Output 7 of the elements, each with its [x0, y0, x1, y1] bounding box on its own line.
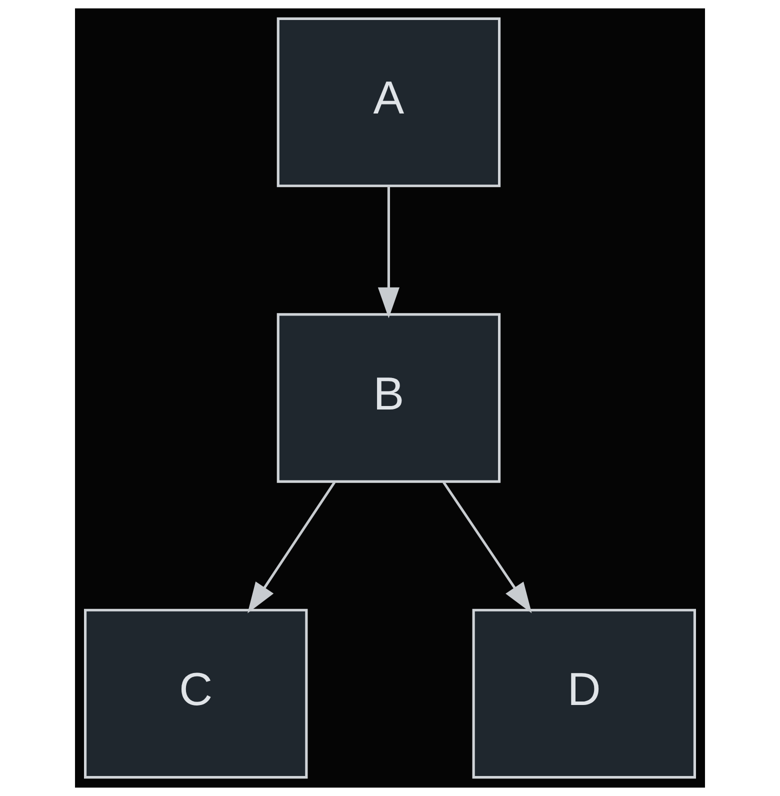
node-box: C — [84, 608, 308, 779]
arrow — [248, 482, 336, 614]
node-box: B — [276, 313, 501, 483]
node-box: D — [472, 608, 696, 779]
node-box: A — [276, 17, 501, 188]
arrow — [442, 482, 532, 614]
arrow — [378, 186, 400, 318]
